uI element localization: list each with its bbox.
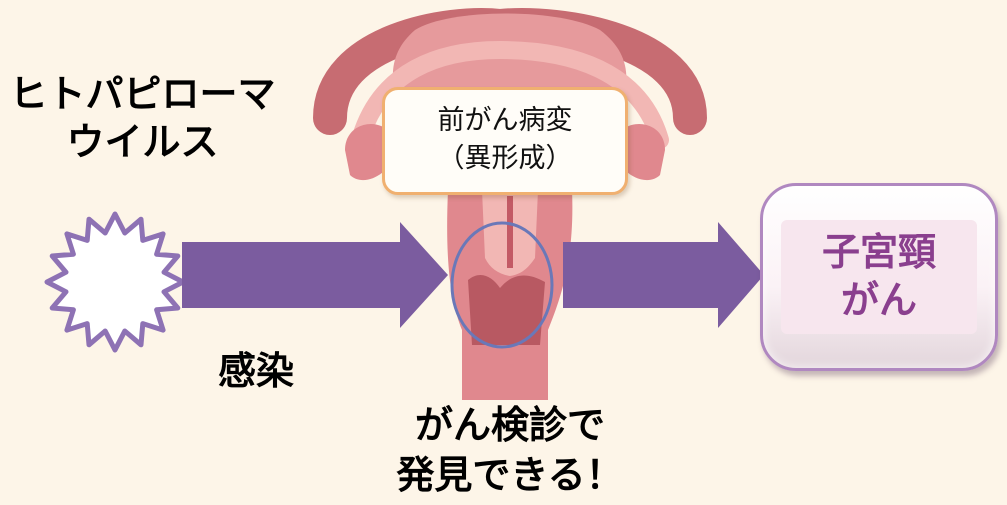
vagina — [468, 274, 545, 345]
detection-line2: 発見できる！ — [396, 453, 624, 497]
cervical-cancer-panel: 子宮頸 がん — [781, 220, 977, 334]
detection-line1: がん検診で — [414, 403, 605, 447]
cancer-line1: 子宮頸 — [821, 230, 936, 274]
lesion-highlight-ellipse — [450, 221, 554, 349]
infection-arrow — [182, 222, 448, 328]
virus-label-line2: ウイルス — [66, 120, 219, 164]
progression-arrow — [563, 222, 764, 328]
lesion-line1: 前がん病変 — [437, 105, 573, 136]
lesion-line2: （異形成） — [437, 143, 573, 174]
virus-label-line1: ヒトパピローマ — [9, 72, 276, 116]
cancer-line2: がん — [840, 278, 917, 322]
virus-label: ヒトパピローマ ウイルス — [0, 70, 285, 166]
uterus-illustration — [313, 8, 707, 400]
virus-icon — [44, 211, 186, 353]
precancerous-lesion-box: 前がん病変 （異形成） — [382, 87, 628, 195]
infection-label: 感染 — [218, 349, 295, 393]
cervical-cancer-box: 子宮頸 がん — [760, 183, 998, 371]
detection-message: がん検診で 発見できる！ — [330, 400, 690, 500]
